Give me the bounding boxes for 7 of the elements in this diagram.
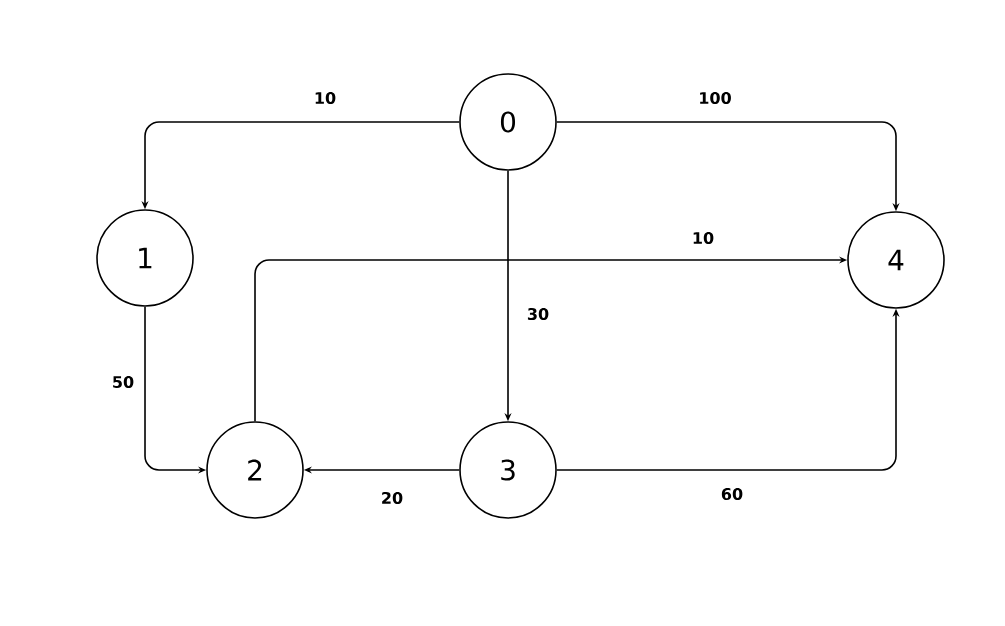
edge-label: 10	[312, 90, 338, 106]
edge-label: 20	[379, 490, 405, 506]
edge-label: 60	[719, 486, 745, 502]
edge-label: 30	[525, 306, 551, 322]
edge-label: 100	[697, 90, 733, 106]
edge-label: 50	[110, 374, 136, 390]
edge-label: 10	[690, 230, 716, 246]
